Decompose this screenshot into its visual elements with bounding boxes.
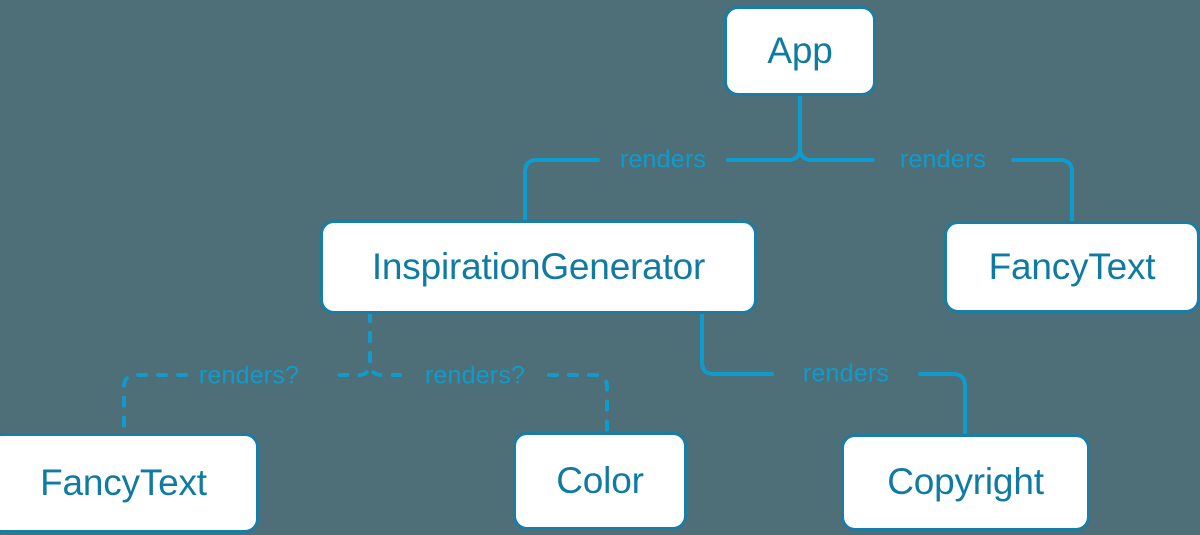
- edge-app-to-fancytext-upper: [798, 94, 875, 162]
- node-fancytext-bottom[interactable]: FancyText: [0, 433, 259, 533]
- edge-label-app-to-fancytext-right: renders: [899, 145, 987, 174]
- edge-label-inspiration-to-copyright: renders: [802, 359, 890, 388]
- node-inspiration-generator[interactable]: InspirationGenerator: [320, 220, 757, 314]
- node-color-label: Color: [556, 459, 644, 501]
- node-app-label: App: [767, 29, 833, 71]
- node-fancytext-right-label: FancyText: [988, 245, 1156, 287]
- node-fancytext-bottom-label: FancyText: [40, 461, 207, 503]
- edge-app-to-fancytext-lower: [1011, 158, 1074, 223]
- edge-app-to-inspiration-lower: [523, 158, 600, 222]
- edge-inspiration-to-fancytext-bottom: [122, 373, 188, 439]
- edge-inspiration-to-copyright-lower: [918, 372, 967, 439]
- edge-inspiration-dashed-left-stem: [330, 311, 372, 377]
- edge-label-inspiration-to-fancytext-bottom: renders?: [198, 361, 300, 390]
- edge-inspiration-to-color: [547, 373, 609, 434]
- edge-label-inspiration-to-color: renders?: [424, 361, 526, 390]
- node-fancytext-right[interactable]: FancyText: [944, 221, 1200, 313]
- node-inspiration-generator-label: InspirationGenerator: [371, 245, 706, 287]
- edge-label-app-to-inspiration: renders: [619, 145, 707, 174]
- node-app[interactable]: App: [724, 6, 876, 96]
- edge-inspiration-to-copyright-upper: [700, 311, 774, 376]
- node-copyright-label: Copyright: [887, 461, 1044, 502]
- edge-inspiration-dashed-right-stem: [368, 311, 402, 377]
- node-color[interactable]: Color: [513, 432, 687, 530]
- node-copyright[interactable]: Copyright: [841, 434, 1090, 531]
- edge-app-to-inspiration-upper: [726, 94, 802, 162]
